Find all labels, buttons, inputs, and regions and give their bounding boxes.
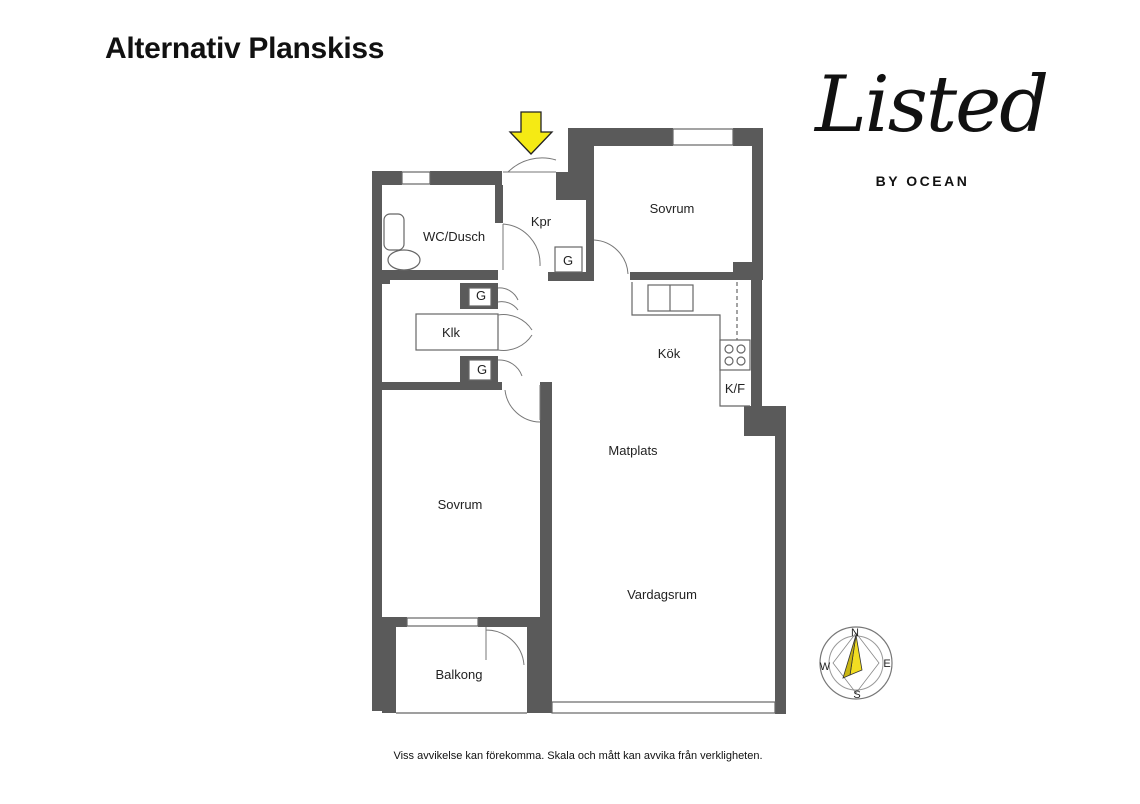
- disclaimer: Viss avvikelse kan förekomma. Skala och …: [0, 750, 1140, 762]
- fixtures: [383, 128, 776, 714]
- compass-icon: N E S W: [819, 626, 893, 701]
- window-living: [551, 701, 776, 714]
- closet-g1: [468, 287, 492, 307]
- door-bedroom-top: [593, 239, 629, 275]
- entrance-arrow-icon: [508, 111, 554, 155]
- wall-bedroom-bottom: [630, 272, 733, 280]
- label-wc: WC/Dusch: [423, 229, 485, 244]
- wall-bedroom-left-lower: [586, 200, 594, 280]
- window-bedroom-top: [672, 128, 734, 146]
- closet-g2: [554, 246, 583, 273]
- door-g1: [497, 287, 519, 311]
- door-entrance: [503, 157, 557, 173]
- wall-kitchen-right: [751, 280, 762, 410]
- wall-balcony-left: [382, 617, 396, 713]
- wall-bedroom-right: [752, 128, 763, 280]
- door-g3: [497, 359, 523, 377]
- wall-wc-top-left: [372, 171, 402, 185]
- wall-balcony-right: [527, 617, 552, 713]
- wall-bedroom-bottom-right: [478, 617, 528, 627]
- compass-s: S: [853, 689, 860, 701]
- label-matplats: Matplats: [608, 443, 658, 458]
- window-wc: [401, 171, 431, 185]
- wall-wc-right: [495, 185, 503, 223]
- label-balkong: Balkong: [436, 667, 483, 682]
- page-title: Alternativ Planskiss: [105, 32, 385, 65]
- walls: [372, 128, 786, 714]
- label-kpr: Kpr: [531, 214, 552, 229]
- burner: [724, 344, 734, 354]
- label-g2: G: [563, 253, 573, 268]
- wall-klk-bottom: [382, 382, 502, 390]
- wall-wc-bottom: [382, 270, 498, 280]
- wc-toilet: [387, 249, 421, 271]
- wall-living-right: [775, 406, 786, 714]
- compass-e: E: [883, 658, 890, 670]
- compass-rose: [832, 632, 880, 694]
- room-labels: WC/Dusch Kpr Sovrum G G Klk G Kök K/F Ma…: [423, 201, 745, 682]
- doors: [485, 157, 629, 666]
- label-g1: G: [476, 288, 486, 303]
- wall-bedroom-bottom-left: [382, 617, 407, 627]
- door-balcony: [485, 627, 525, 666]
- wall-left-outer: [372, 171, 382, 711]
- label-sovrum-top: Sovrum: [650, 201, 695, 216]
- label-vardagsrum: Vardagsrum: [627, 587, 697, 602]
- closet-g3: [468, 359, 492, 381]
- wall-bedroom-corner: [733, 262, 763, 280]
- door-klk: [497, 314, 533, 351]
- burner: [736, 356, 746, 366]
- wall-closet-bottom: [548, 272, 594, 281]
- disclaimer-text: Viss avvikelse kan förekomma. Skala och …: [393, 750, 763, 762]
- label-kok: Kök: [658, 346, 681, 361]
- label-klk: Klk: [442, 325, 461, 340]
- compass-needle-shade: [842, 634, 857, 679]
- wall-bedroom-top-left: [568, 128, 673, 146]
- label-sovrum-left: Sovrum: [438, 497, 483, 512]
- kitchen-counter: [631, 282, 750, 407]
- door-bedroom-left: [504, 385, 541, 423]
- burner: [724, 356, 734, 366]
- door-wc: [502, 223, 541, 270]
- label-g3: G: [477, 362, 487, 377]
- logo-script: Listed: [815, 60, 1049, 150]
- label-kf: K/F: [725, 381, 745, 396]
- klk-shelf: [415, 313, 499, 351]
- kitchen-stove: [719, 339, 751, 371]
- burner: [736, 344, 746, 354]
- compass-n: N: [851, 627, 859, 639]
- wall-stub: [382, 280, 390, 284]
- wall-wc-top-right: [430, 171, 502, 185]
- logo-subtitle: BY OCEAN: [875, 173, 970, 189]
- compass-w: W: [820, 661, 831, 673]
- window-bedroom-balcony: [406, 617, 479, 627]
- wc-sink: [383, 213, 405, 251]
- listed-logo: Listed BY OCEAN: [815, 55, 1049, 200]
